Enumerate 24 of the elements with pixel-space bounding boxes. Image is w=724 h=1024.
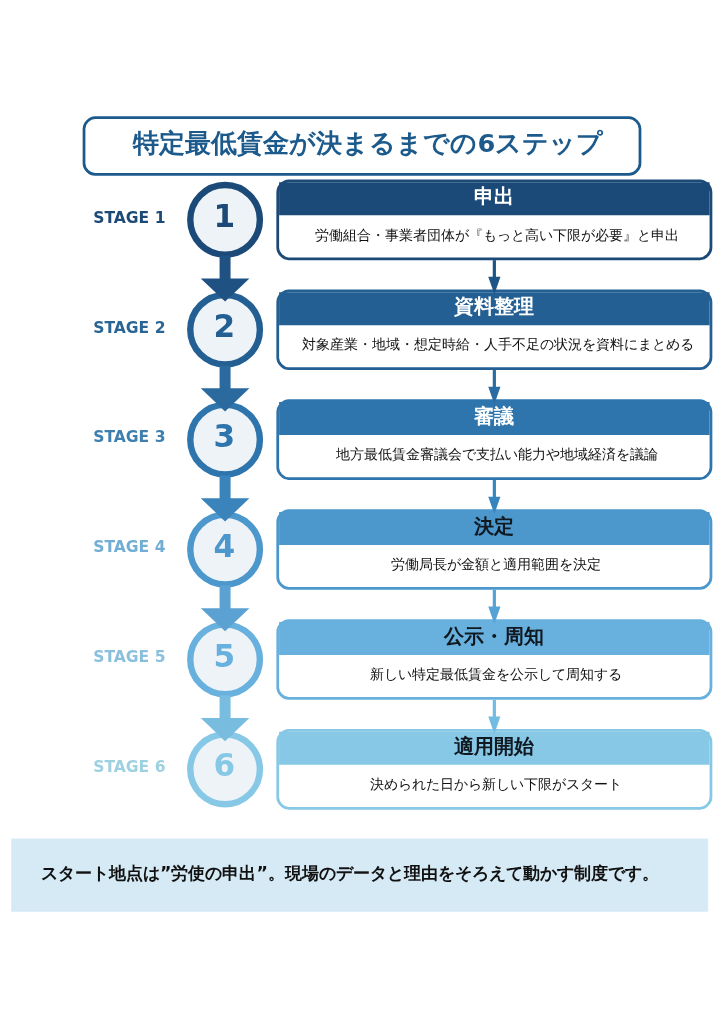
diagram-title: 特定最低賃金が決まるまでの6ステップ <box>133 127 604 158</box>
arrow <box>488 479 501 515</box>
arrow <box>488 589 501 624</box>
arrow <box>200 585 250 632</box>
node-circle: 3 <box>187 401 264 478</box>
node-circle: 6 <box>187 731 264 808</box>
arrow <box>200 365 250 412</box>
node-label: STAGE 4 <box>93 538 166 557</box>
arrow <box>488 699 501 734</box>
node-label: STAGE 5 <box>93 648 166 667</box>
arrow <box>200 695 250 742</box>
node-circle: 5 <box>187 621 264 698</box>
node-circle: 4 <box>187 511 264 588</box>
arrow <box>488 370 501 405</box>
node-circle: 2 <box>187 291 264 368</box>
node-label: STAGE 6 <box>93 758 166 777</box>
node-box: スタート地点は”労使の申出”。現場のデータと理由をそろえて動かす制度です。 <box>11 838 709 912</box>
node-label: STAGE 2 <box>93 318 166 337</box>
node-label: STAGE 3 <box>93 428 166 447</box>
node-label: STAGE 1 <box>93 208 166 227</box>
arrow <box>488 260 501 295</box>
arrow <box>200 255 250 302</box>
arrow <box>200 475 250 522</box>
node-circle: 1 <box>187 181 264 258</box>
